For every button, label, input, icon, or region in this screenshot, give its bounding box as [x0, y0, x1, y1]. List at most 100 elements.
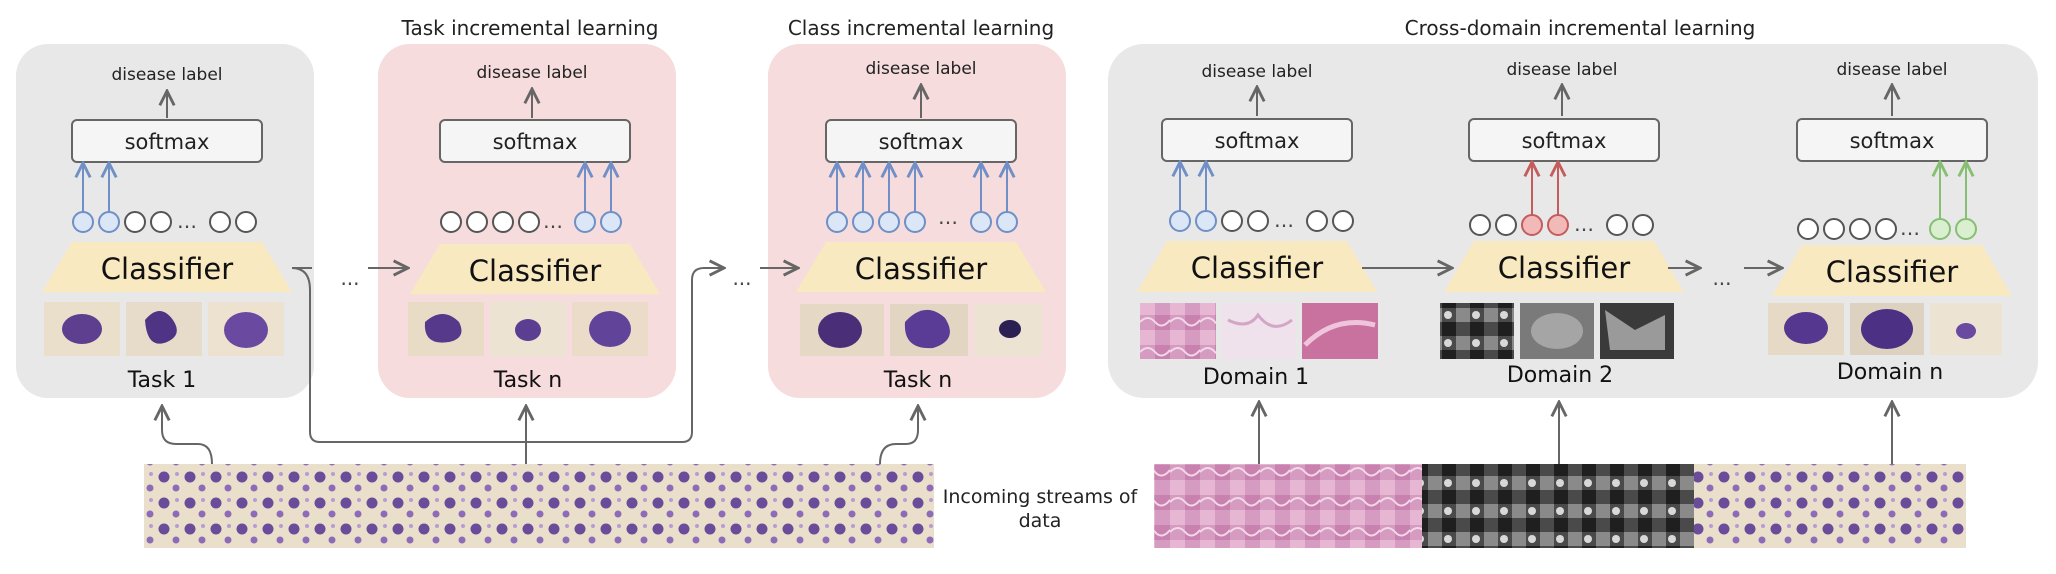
grayscale-stream-image — [1422, 464, 1694, 548]
classifier-label-6: Classifier — [1826, 255, 1958, 289]
softmax-box-2 — [439, 119, 631, 163]
classifier-shape-5 — [1444, 241, 1684, 292]
output-node — [1169, 210, 1191, 232]
classifier-label-4: Classifier — [1191, 251, 1323, 285]
output-node — [826, 211, 848, 233]
panel-title-domain-2: Domain 2 — [1507, 363, 1613, 388]
output-node — [72, 211, 94, 233]
output-node — [98, 211, 120, 233]
output-node — [1221, 210, 1243, 232]
flow-ellipsis: ... — [732, 266, 751, 290]
data-stream-right — [1154, 402, 1966, 548]
output-node — [1247, 210, 1269, 232]
output-node — [1332, 210, 1354, 232]
panel-title-domain-1: Domain 1 — [1203, 365, 1309, 390]
panel-title-task-1: Task 1 — [127, 368, 196, 393]
histology-stream-image — [1154, 464, 1422, 548]
cell-stream-image — [144, 464, 934, 548]
classifier-label-2: Classifier — [469, 254, 601, 288]
output-node — [1955, 218, 1977, 240]
output-node — [1521, 214, 1543, 236]
output-node — [518, 211, 540, 233]
output-node — [440, 211, 462, 233]
softmax-box-6 — [1796, 118, 1988, 162]
panel-3-content: disease label softmax … Classifier Task … — [796, 59, 1046, 393]
panel-1-content: disease label softmax … Classifier Task … — [42, 65, 292, 393]
grayscale-image — [1440, 303, 1514, 359]
heading-class-incremental: Class incremental learning — [788, 16, 1054, 40]
output-node — [1195, 210, 1217, 232]
classifier-shape-4 — [1137, 241, 1377, 292]
output-node — [1929, 218, 1951, 240]
disease-label-1: disease label — [111, 65, 222, 85]
output-node — [904, 211, 926, 233]
panel-title-domain-n: Domain n — [1837, 360, 1943, 385]
output-node — [1632, 214, 1654, 236]
disease-label-5: disease label — [1506, 60, 1617, 80]
output-node — [878, 211, 900, 233]
data-stream-left — [144, 406, 934, 548]
panel-title-task-n-a: Task n — [493, 368, 562, 393]
classifier-label-1: Classifier — [101, 252, 233, 286]
output-node — [1849, 218, 1871, 240]
output-node — [466, 211, 488, 233]
softmax-box-4 — [1161, 118, 1353, 162]
nodes-ellipsis: … — [1274, 208, 1294, 232]
softmax-label-1: softmax — [125, 130, 210, 154]
stream-label-line1: Incoming streams of — [943, 486, 1139, 508]
nodes-ellipsis: … — [938, 205, 958, 229]
output-node — [852, 211, 874, 233]
heading-cross-domain: Cross-domain incremental learning — [1405, 16, 1756, 40]
softmax-label-4: softmax — [1215, 129, 1300, 153]
heading-task-incremental: Task incremental learning — [401, 16, 659, 40]
softmax-label-5: softmax — [1522, 129, 1607, 153]
output-node — [492, 211, 514, 233]
output-node — [600, 211, 622, 233]
classifier-label-3: Classifier — [855, 252, 987, 286]
output-node — [1469, 214, 1491, 236]
nodes-ellipsis: … — [543, 209, 563, 233]
stream-label-line2: data — [1019, 510, 1062, 532]
classifier-shape-1 — [42, 242, 292, 292]
output-node — [1606, 214, 1628, 236]
output-node — [996, 211, 1018, 233]
histology-image — [1302, 303, 1378, 359]
output-node — [1547, 214, 1569, 236]
disease-label-6: disease label — [1836, 60, 1947, 80]
softmax-label-6: softmax — [1850, 129, 1935, 153]
flow-ellipsis: ... — [1712, 266, 1731, 290]
output-node — [1797, 218, 1819, 240]
cell-stream-image — [1694, 464, 1966, 548]
output-node — [1495, 214, 1517, 236]
classifier-shape-3 — [796, 242, 1046, 292]
output-node — [574, 211, 596, 233]
output-node — [124, 211, 146, 233]
output-node — [970, 211, 992, 233]
panel-title-task-n-b: Task n — [883, 368, 952, 393]
output-node — [209, 211, 231, 233]
nodes-ellipsis: … — [1900, 216, 1920, 240]
softmax-label-2: softmax — [493, 130, 578, 154]
softmax-box-1 — [71, 119, 263, 163]
output-node — [235, 211, 257, 233]
histology-image — [1140, 303, 1216, 359]
softmax-label-3: softmax — [879, 130, 964, 154]
output-node — [150, 211, 172, 233]
panel-2-content: disease label softmax … Classifier Task … — [408, 63, 660, 393]
disease-label-3: disease label — [865, 59, 976, 79]
nodes-ellipsis: … — [1574, 212, 1594, 236]
panel-4-content: disease label softmax … Classifier Domai… — [1137, 60, 2012, 390]
classifier-shape-6 — [1772, 245, 2012, 296]
nodes-ellipsis: … — [177, 209, 197, 233]
output-node — [1875, 218, 1897, 240]
flow-ellipsis: ... — [340, 266, 359, 290]
classifier-label-5: Classifier — [1498, 251, 1630, 285]
histology-image — [1222, 303, 1296, 359]
output-node — [1823, 218, 1845, 240]
disease-label-2: disease label — [476, 63, 587, 83]
disease-label-4: disease label — [1201, 62, 1312, 82]
flow-arrows: ... ... ... — [291, 266, 1782, 443]
output-node — [1306, 210, 1328, 232]
classifier-shape-2 — [410, 244, 660, 294]
